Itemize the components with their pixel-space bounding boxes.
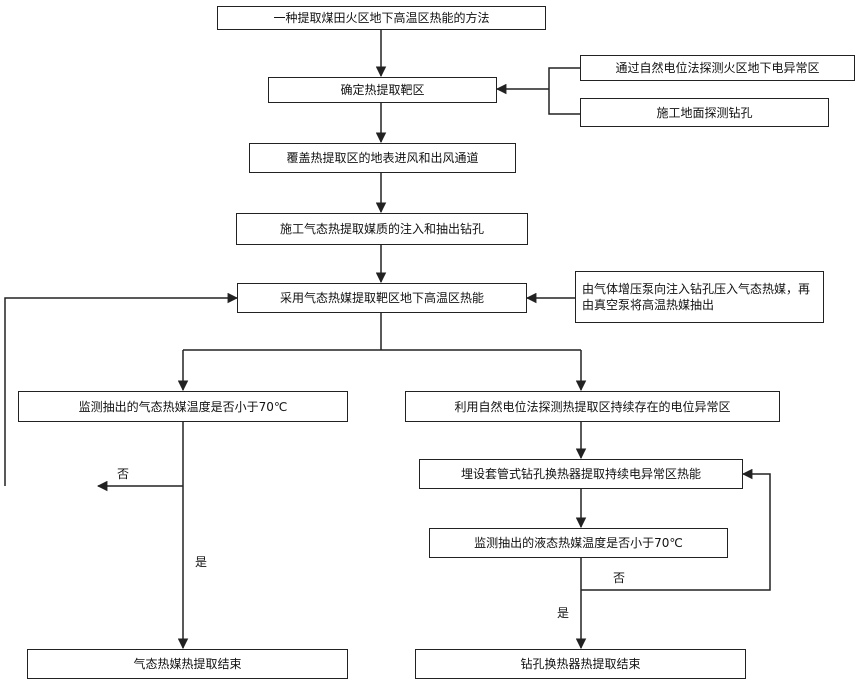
edge-label-yes-right: 是 [557, 606, 569, 620]
node-end-gas: 气态热媒热提取结束 [27, 649, 348, 679]
node-drill-inject: 施工气态热提取媒质的注入和抽出钻孔 [236, 213, 528, 245]
edge-label-yes-left: 是 [195, 555, 207, 569]
connector-detect [549, 68, 580, 114]
node-use-potential: 利用自然电位法探测热提取区持续存在的电位异常区 [405, 391, 780, 422]
edge-label-no-left: 否 [117, 467, 129, 481]
node-title: 一种提取煤田火区地下高温区热能的方法 [217, 6, 546, 30]
node-extract-gas: 采用气态热媒提取靶区地下高温区热能 [237, 283, 527, 313]
node-booster: 由气体增压泵向注入钻孔压入气态热媒，再由真空泵将高温热媒抽出 [575, 271, 824, 323]
node-end-exchanger: 钻孔换热器热提取结束 [415, 649, 746, 679]
node-target: 确定热提取靶区 [268, 77, 497, 103]
edge-label-no-right: 否 [613, 571, 625, 585]
node-bury-exchanger: 埋设套管式钻孔换热器提取持续电异常区热能 [419, 459, 743, 489]
node-cover: 覆盖热提取区的地表进风和出风通道 [249, 143, 516, 173]
node-monitor-liquid: 监测抽出的液态热媒温度是否小于70℃ [429, 528, 728, 558]
node-ground-drill: 施工地面探测钻孔 [580, 98, 829, 127]
node-detect-potential: 通过自然电位法探测火区地下电异常区 [580, 55, 855, 81]
node-monitor-gas: 监测抽出的气态热媒温度是否小于70℃ [18, 391, 348, 422]
